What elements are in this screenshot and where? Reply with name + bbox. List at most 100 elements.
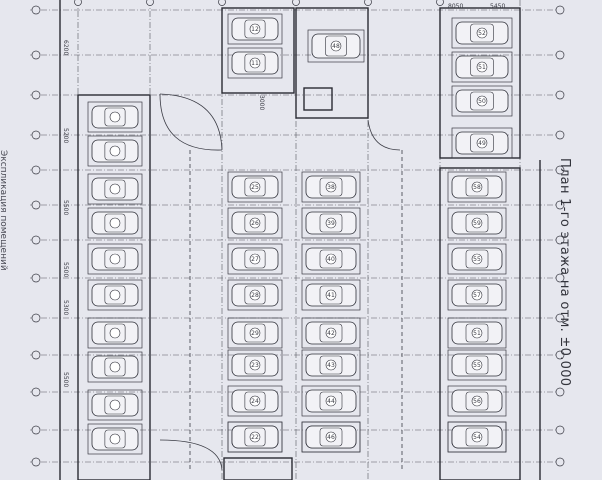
axis-marker-left (31, 235, 41, 245)
parking-stall: 54 (447, 421, 507, 453)
stall-number-circle (249, 253, 261, 265)
left-wing-wall (77, 94, 151, 480)
stall-number: 22 (251, 434, 259, 441)
stall-number: 29 (251, 330, 259, 337)
stall-number-circle (109, 111, 121, 123)
stall-number-circle (109, 289, 121, 301)
stall-number-circle (249, 289, 261, 301)
parking-stall: 42 (301, 317, 361, 349)
stall-number-circle (325, 217, 337, 229)
axis-marker-right (555, 425, 565, 435)
axis-marker-right (555, 90, 565, 100)
stall-number-circle (471, 431, 483, 443)
stall-number: 51 (478, 64, 486, 71)
stall-number: 12 (251, 26, 259, 33)
parking-stall: 51 (451, 51, 513, 83)
stall-number: 55 (473, 256, 481, 263)
stall-number-circle (471, 181, 483, 193)
axis-marker-right (555, 313, 565, 323)
stall-number: 24 (251, 398, 259, 405)
stall-number: 23 (251, 362, 259, 369)
stall-number-circle (109, 399, 121, 411)
axis-marker-top (74, 0, 82, 6)
parking-stall: 27 (227, 243, 283, 275)
stall-number-circle (109, 327, 121, 339)
stall-number-circle (249, 181, 261, 193)
stall-number-circle (109, 145, 121, 157)
parking-stall: 26 (227, 207, 283, 239)
axis-marker-right (555, 5, 565, 15)
parking-stall (87, 243, 143, 275)
axis-marker-left (31, 165, 41, 175)
parking-stall: 41 (301, 279, 361, 311)
parking-stall (87, 173, 143, 205)
stall-number: 57 (473, 292, 481, 299)
stall-number-circle (249, 217, 261, 229)
stall-number: 11 (251, 60, 259, 67)
parking-stall: 48 (307, 29, 365, 63)
parking-stall: 52 (451, 17, 513, 49)
stall-number: 40 (327, 256, 335, 263)
axis-marker-right (555, 165, 565, 175)
axis-marker-left (31, 457, 41, 467)
parking-stall: 57 (447, 279, 507, 311)
dimension-label: 5500 (62, 372, 69, 387)
stall-number-circle (109, 253, 121, 265)
dimension-label: 5300 (62, 300, 69, 315)
parking-stall: 59 (447, 207, 507, 239)
stall-number: 39 (327, 220, 335, 227)
axis-marker-right (555, 273, 565, 283)
stall-number-circle (325, 181, 337, 193)
parking-stall (87, 317, 143, 349)
stall-number-circle (471, 289, 483, 301)
axis-marker-top (364, 0, 372, 6)
walls (59, 0, 541, 480)
dimension-label: 8050 (448, 3, 463, 10)
stall-number-circle (476, 95, 488, 107)
stall-number-circle (249, 395, 261, 407)
grid-axis-markers (31, 0, 565, 467)
stall-number-circle (476, 27, 488, 39)
stall-number: 49 (478, 140, 486, 147)
parking-stall: 25 (227, 171, 283, 203)
parking-stall: 28 (227, 279, 283, 311)
axis-marker-left (31, 200, 41, 210)
stall-number: 59 (473, 220, 481, 227)
stall-number: 25 (251, 184, 259, 191)
parking-stall: 38 (301, 171, 361, 203)
axis-marker-left (31, 425, 41, 435)
ramp-arcs (159, 93, 403, 471)
lift-shaft (303, 87, 333, 111)
stall-number-circle (330, 40, 342, 52)
ramp-arc (159, 439, 223, 471)
parking-stall: 49 (451, 127, 513, 159)
parking-stall: 55 (447, 243, 507, 275)
axis-marker-right (555, 235, 565, 245)
stall-number-circle (471, 359, 483, 371)
stall-number: 46 (327, 434, 335, 441)
stall-number: 51 (473, 330, 481, 337)
stall-number-circle (471, 253, 483, 265)
stall-number-circle (109, 217, 121, 229)
stall-number: 55 (473, 362, 481, 369)
parking-stall (87, 389, 143, 421)
axis-marker-left (31, 5, 41, 15)
parking-stall (87, 135, 143, 167)
parking-stall (87, 207, 143, 239)
stall-number-circle (325, 289, 337, 301)
dimension-label: 5500 (62, 262, 69, 277)
stall-number: 44 (327, 398, 335, 405)
axis-marker-left (31, 350, 41, 360)
stall-number: 48 (332, 43, 340, 50)
axis-marker-top (146, 0, 154, 6)
dimension-label: 5200 (62, 128, 69, 143)
stall-number: 50 (478, 98, 486, 105)
stall-number: 41 (327, 292, 335, 299)
parking-stall: 12 (227, 13, 283, 45)
bottom-stair (223, 457, 293, 480)
stall-number-circle (249, 327, 261, 339)
stall-number-circle (476, 137, 488, 149)
